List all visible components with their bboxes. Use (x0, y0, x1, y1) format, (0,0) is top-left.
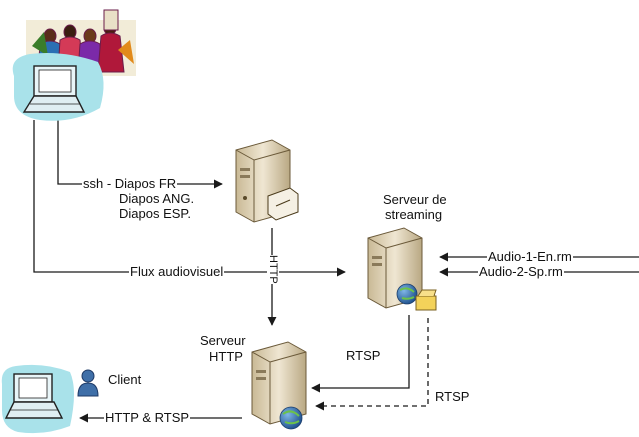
flux-label: Flux audiovisuel (129, 264, 225, 279)
server-tower-icon (235, 139, 299, 223)
ssh-label-line1: ssh - Diapos FR (82, 176, 178, 191)
audio2-label: Audio-2-Sp.rm (478, 264, 564, 279)
user-icon (77, 369, 99, 397)
ssh-line (57, 120, 223, 189)
flux-line (33, 120, 346, 277)
http-rtsp-label: HTTP & RTSP (104, 410, 191, 425)
streaming-server-icon (367, 227, 437, 311)
audio1-label: Audio-1-En.rm (487, 249, 573, 264)
streaming-server-title-1: Serveur de (383, 192, 447, 207)
client-label: Client (108, 372, 142, 387)
streaming-server-title-2: streaming (385, 207, 443, 222)
http-server-title-1: Serveur (200, 333, 246, 348)
ssh-label-line2: Diapos ANG. (119, 191, 195, 206)
rtsp-dashed-line (315, 318, 429, 411)
http-server-title-2: HTTP (209, 349, 243, 364)
ssh-label-line3: Diapos ESP. (119, 206, 192, 221)
client-laptop-icon (1, 364, 74, 434)
rtsp-solid-label: RTSP (346, 348, 381, 363)
web-server-icon (251, 341, 307, 430)
http-vertical-label: HTTP (267, 255, 279, 284)
rtsp-dashed-label: RTSP (435, 389, 470, 404)
rtsp-solid-line (311, 315, 410, 393)
laptop-presenter-icon (12, 53, 104, 121)
